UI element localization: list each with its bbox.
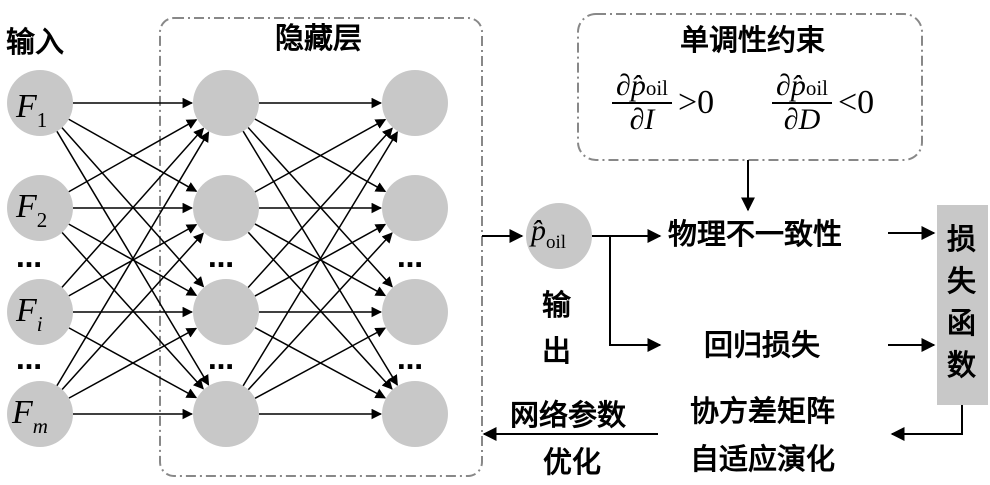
edge-l0-3-2 bbox=[68, 327, 198, 399]
edge-l1-3-0 bbox=[242, 131, 398, 387]
regression-loss-label: 回归损失 bbox=[704, 328, 821, 362]
loss-function-label: 损 失 函 数 bbox=[947, 222, 977, 383]
hidden2-node-1 bbox=[382, 70, 448, 136]
physics-inconsistency-label: 物理不一致性 bbox=[668, 217, 843, 251]
edge-l1-3-1 bbox=[247, 232, 393, 391]
hidden-layer-label: 隐藏层 bbox=[275, 21, 363, 55]
optimize-label-line1: 网络参数 bbox=[510, 398, 627, 432]
hidden1-node-2 bbox=[193, 175, 259, 241]
hidden-layer-frame bbox=[159, 17, 483, 477]
input-ellipsis-2: … bbox=[16, 346, 44, 376]
input-node-label-1: F1 bbox=[16, 88, 48, 132]
hidden2-node-4 bbox=[382, 381, 448, 447]
hidden2-node-3 bbox=[382, 279, 448, 345]
monotonic-constraint-box bbox=[577, 13, 923, 161]
input-node-3 bbox=[7, 279, 73, 345]
edge-l1-1-0 bbox=[254, 118, 387, 193]
edge-l0-3-0 bbox=[56, 131, 210, 387]
cmaes-label-line1: 协方差矩阵 bbox=[690, 394, 836, 428]
output-node-label: p̂oil bbox=[531, 214, 567, 253]
edge-l1-2-0 bbox=[247, 127, 393, 289]
input-label: 输入 bbox=[6, 25, 65, 59]
optimize-label-line2: 优化 bbox=[543, 445, 602, 479]
monotonic-constraint-title: 单调性约束 bbox=[680, 23, 826, 57]
edge-l0-3-1 bbox=[61, 232, 204, 391]
hidden1-ellipsis-2: … bbox=[208, 346, 236, 376]
edge-l0-2-0 bbox=[61, 127, 205, 288]
constraint-dd: ∂p̂oil ∂D <0 bbox=[772, 70, 874, 135]
hidden2-ellipsis-1: … bbox=[397, 244, 425, 274]
input-node-1 bbox=[7, 70, 73, 136]
edge-l0-1-0 bbox=[68, 119, 198, 193]
output-label: 输 出 bbox=[542, 288, 572, 369]
hidden2-node-2 bbox=[382, 175, 448, 241]
input-ellipsis-1: … bbox=[16, 244, 44, 274]
constraint-di: ∂p̂oil ∂I >0 bbox=[612, 70, 714, 135]
input-node-label-m: Fm bbox=[12, 394, 48, 438]
input-node-label-i: Fi bbox=[16, 292, 43, 336]
hidden1-node-4 bbox=[193, 381, 259, 447]
network-nodes bbox=[7, 70, 592, 447]
network-edges bbox=[56, 97, 398, 420]
hidden1-ellipsis-1: … bbox=[208, 244, 236, 274]
cmaes-label-line2: 自适应演化 bbox=[690, 442, 836, 476]
hidden1-node-1 bbox=[193, 70, 259, 136]
output-to-regression-arrow bbox=[609, 236, 662, 352]
input-node-label-2: F2 bbox=[16, 188, 48, 232]
hidden2-ellipsis-2: … bbox=[397, 346, 425, 376]
loss-function-box bbox=[937, 205, 988, 405]
input-node-4 bbox=[7, 381, 73, 447]
hidden1-node-3 bbox=[193, 279, 259, 345]
loss-to-cmaes-arrow bbox=[890, 405, 963, 441]
edge-l1-3-2 bbox=[254, 327, 387, 399]
output-node bbox=[526, 203, 592, 269]
input-node-2 bbox=[7, 175, 73, 241]
